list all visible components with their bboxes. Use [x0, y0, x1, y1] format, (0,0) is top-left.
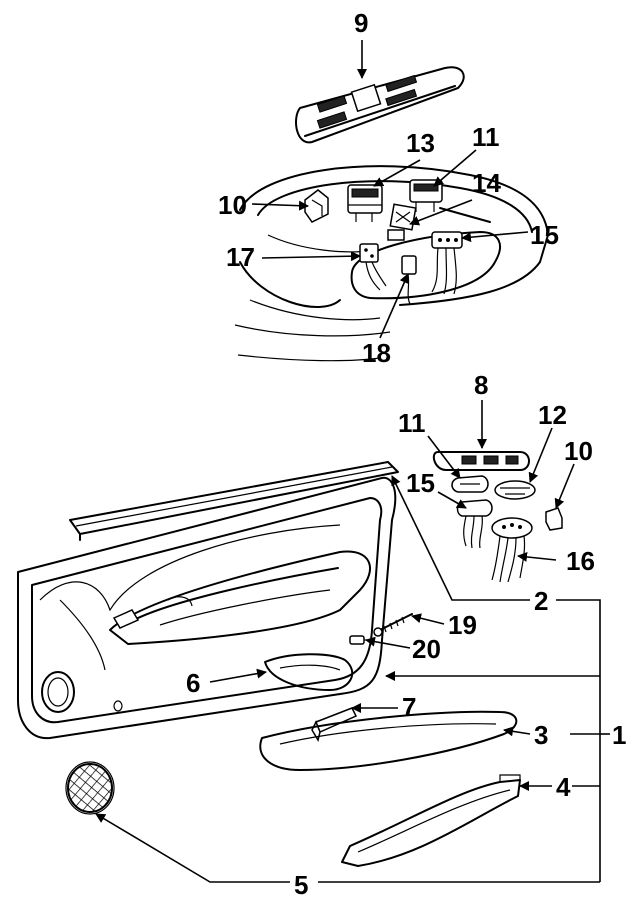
clip-part-top: [304, 189, 329, 223]
connector-part: [359, 243, 387, 291]
callout-4: 4: [556, 772, 571, 802]
callout-15-top: 15: [530, 220, 559, 250]
callout-9: 9: [354, 8, 368, 38]
callout-16: 16: [566, 546, 595, 576]
lock-switch-part-lower: [451, 475, 489, 493]
callout-20: 20: [412, 634, 441, 664]
callout-11-lower: 11: [398, 408, 426, 438]
lower-trim-part-4: [341, 774, 521, 867]
callout-13: 13: [406, 128, 435, 158]
armrest-trim-part-3: [259, 710, 518, 771]
callout-12: 12: [538, 400, 567, 430]
callout-1: 1: [612, 720, 626, 750]
callout-17: 17: [226, 242, 255, 272]
window-switch-part: [347, 184, 383, 222]
callout-labels: 9 13 11 10 14 15 17 18 8 11 12 10 15 16 …: [186, 8, 626, 900]
callout-8: 8: [474, 370, 488, 400]
callout-3: 3: [534, 720, 548, 750]
speaker-grille-part: [65, 761, 115, 815]
harness-part-top: [431, 231, 463, 295]
callout-10-lower: 10: [564, 436, 593, 466]
switch-part-12: [494, 480, 536, 500]
armrest-outline: [234, 165, 549, 362]
mirror-switch-part: [387, 203, 417, 241]
callout-10-top: 10: [218, 190, 247, 220]
callout-11-top: 11: [472, 122, 500, 152]
clip-part-lower: [545, 507, 563, 531]
harness-part-16: [491, 517, 533, 583]
callout-19: 19: [448, 610, 477, 640]
callout-7: 7: [402, 692, 416, 722]
callout-15-lower: 15: [406, 468, 435, 498]
door-trim-panel: [17, 461, 399, 740]
callout-2: 2: [534, 586, 548, 616]
switch-bezel-part-8: [432, 451, 530, 471]
harness-part-lower: [456, 499, 493, 549]
leader-lines: [95, 40, 610, 883]
callout-14: 14: [472, 168, 501, 198]
callout-5: 5: [294, 870, 308, 900]
switch-bezel-part: [295, 66, 465, 144]
callout-6: 6: [186, 668, 200, 698]
callout-18: 18: [362, 338, 391, 368]
screw-part: [373, 613, 413, 637]
